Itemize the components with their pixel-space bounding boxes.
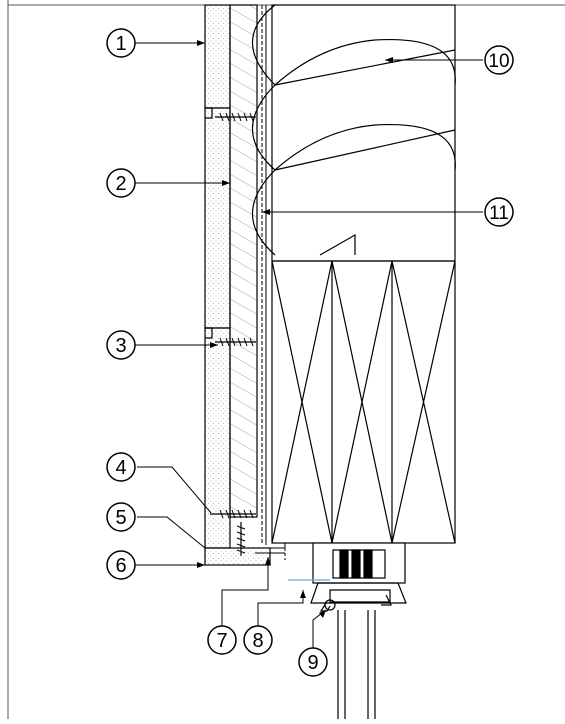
callout-2: 2 <box>106 168 136 198</box>
callout-4: 4 <box>106 452 136 482</box>
callout-6: 6 <box>106 550 136 580</box>
callout-8: 8 <box>243 625 273 655</box>
callout-9: 9 <box>298 647 328 677</box>
callout-1-label: 1 <box>115 33 126 55</box>
window-frame-profile <box>310 542 407 612</box>
leader-lines <box>135 42 483 648</box>
leader-arrowheads <box>197 40 393 618</box>
callout-7: 7 <box>207 625 237 655</box>
callout-3-label: 3 <box>115 335 126 357</box>
callout-11: 11 <box>484 197 514 227</box>
callout-1: 1 <box>106 28 136 58</box>
callout-10-label: 10 <box>488 51 509 72</box>
insulation-block <box>252 4 456 262</box>
callout-3: 3 <box>106 330 136 360</box>
callout-5: 5 <box>106 502 136 532</box>
callout-7-label: 7 <box>216 630 227 652</box>
callout-9-label: 9 <box>307 652 318 674</box>
callout-4-label: 4 <box>115 457 126 479</box>
timber-head <box>271 260 456 544</box>
batten-layer <box>229 4 258 518</box>
callout-2-label: 2 <box>115 173 126 195</box>
callout-8-label: 8 <box>252 630 263 652</box>
callout-6-label: 6 <box>115 555 126 577</box>
cladding-boards <box>204 4 231 549</box>
sill-board <box>204 547 271 566</box>
callout-10: 10 <box>484 45 514 75</box>
callout-11-label: 11 <box>489 203 509 224</box>
glazing-unit <box>337 610 376 719</box>
callout-5-label: 5 <box>115 507 126 529</box>
